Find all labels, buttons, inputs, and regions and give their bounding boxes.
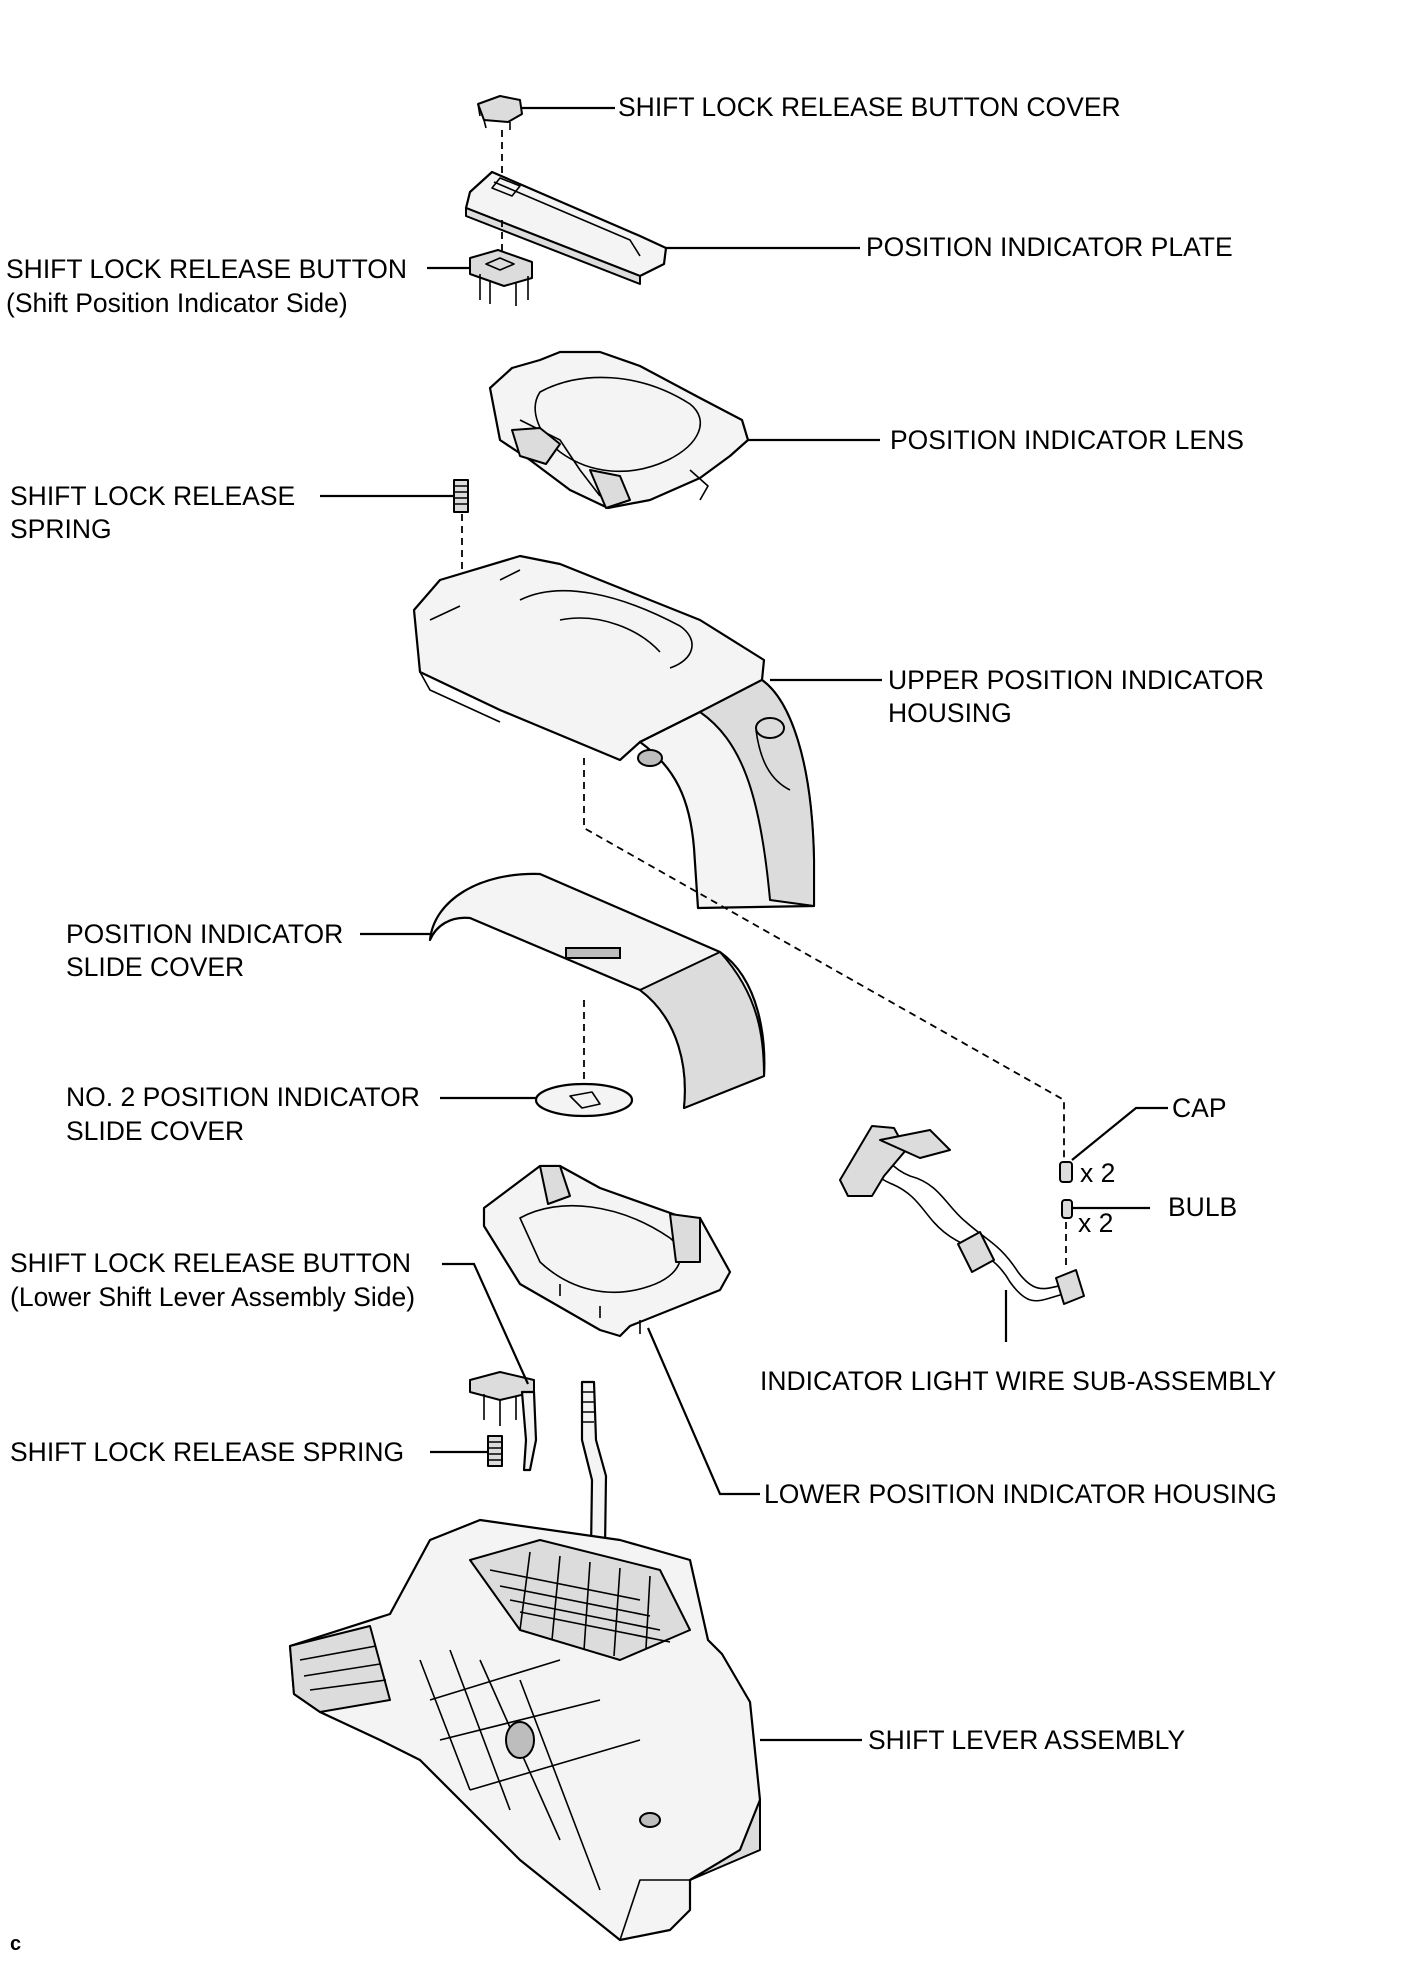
- label-release-button-lower-note: (Lower Shift Lever Assembly Side): [10, 1282, 415, 1312]
- label-shift-lever-assembly: SHIFT LEVER ASSEMBLY: [868, 1725, 1185, 1755]
- release-spring-upper-part: [453, 479, 469, 513]
- label-bulb-qty: x 2: [1078, 1208, 1113, 1238]
- wire-sub-assembly-part: [839, 1125, 1085, 1305]
- indicator-lens-part: [488, 350, 750, 510]
- slide-cover-part: [428, 872, 766, 1110]
- label-lower-housing: LOWER POSITION INDICATOR HOUSING: [764, 1479, 1277, 1509]
- label-no2-slide-cover-line2: SLIDE COVER: [66, 1116, 244, 1146]
- label-indicator-lens: POSITION INDICATOR LENS: [890, 425, 1244, 455]
- label-slide-cover-line2: SLIDE COVER: [66, 952, 244, 982]
- label-upper-housing-line2: HOUSING: [888, 698, 1012, 728]
- label-slide-cover-line1: POSITION INDICATOR: [66, 919, 343, 949]
- label-release-button-upper-note: (Shift Position Indicator Side): [6, 288, 348, 318]
- corner-mark: c: [10, 1933, 21, 1955]
- label-cap: CAP: [1172, 1093, 1227, 1123]
- label-release-button-upper: SHIFT LOCK RELEASE BUTTON: [6, 254, 407, 284]
- label-release-spring-upper-line1: SHIFT LOCK RELEASE: [10, 481, 295, 511]
- label-indicator-plate: POSITION INDICATOR PLATE: [866, 232, 1233, 262]
- label-wire-sub-assembly: INDICATOR LIGHT WIRE SUB-ASSEMBLY: [760, 1366, 1277, 1396]
- label-release-spring-upper-line2: SPRING: [10, 514, 112, 544]
- release-spring-lower-part: [487, 1435, 503, 1467]
- label-bulb: BULB: [1168, 1192, 1237, 1222]
- label-upper-housing-line1: UPPER POSITION INDICATOR: [888, 665, 1264, 695]
- label-release-spring-lower: SHIFT LOCK RELEASE SPRING: [10, 1437, 404, 1467]
- label-release-button-lower: SHIFT LOCK RELEASE BUTTON: [10, 1248, 411, 1278]
- label-button-cover: SHIFT LOCK RELEASE BUTTON COVER: [618, 92, 1121, 122]
- release-button-upper-part: [469, 249, 533, 306]
- lower-housing-part: [482, 1164, 732, 1338]
- release-button-lower-part: [469, 1371, 538, 1472]
- label-no2-slide-cover-line1: NO. 2 POSITION INDICATOR: [66, 1082, 420, 1112]
- button-cover-part: [477, 95, 523, 130]
- upper-housing-part: [412, 554, 816, 910]
- no2-slide-cover-part: [534, 1082, 634, 1118]
- bulb-part: [1061, 1199, 1073, 1219]
- shift-lever-assembly-part: [288, 1380, 762, 1942]
- cap-part: [1059, 1161, 1073, 1183]
- label-cap-qty: x 2: [1080, 1158, 1115, 1188]
- indicator-plate-part: [464, 170, 668, 285]
